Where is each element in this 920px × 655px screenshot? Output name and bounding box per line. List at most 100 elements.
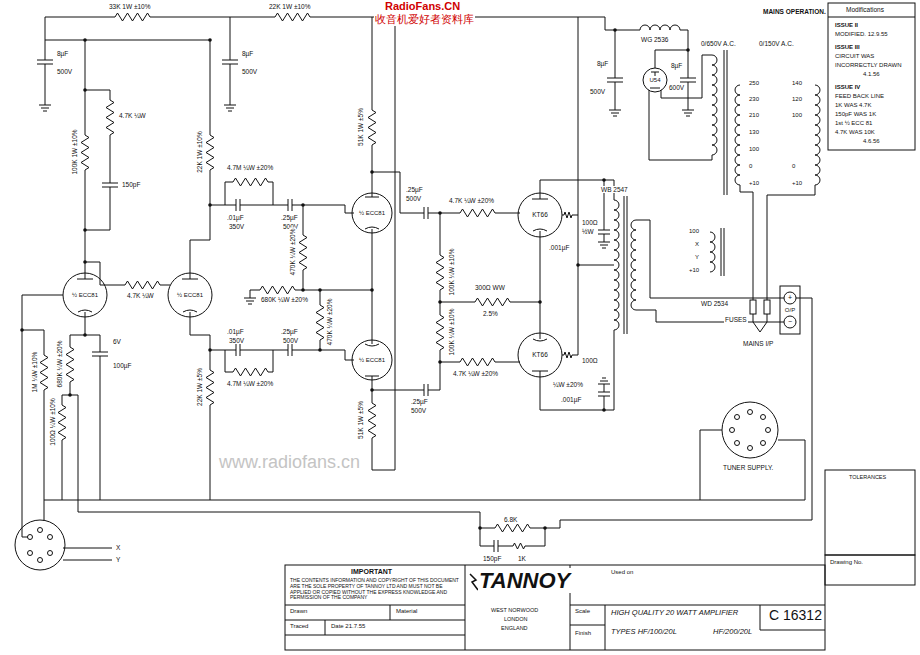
resistor-value: 100Ω ¼W ±10%: [49, 397, 56, 446]
terminal-label: O/P: [784, 307, 796, 314]
table-cell: Date 21.7.55: [330, 623, 366, 630]
table-cell: Scale: [574, 608, 591, 615]
capacitor-value: 500V: [410, 407, 427, 414]
table-cell: 150pF WAS 1K: [834, 111, 877, 118]
winding-label: 0/650V A.C.: [700, 40, 737, 47]
resistor-value: 100K ¼W ±10%: [448, 248, 455, 297]
resistor-value: 4.7K ¼W: [126, 292, 155, 299]
capacitor-value: 500V: [405, 195, 422, 202]
valve-type: ½ ECC81: [358, 210, 386, 217]
pin-name: X: [115, 544, 121, 551]
watermark: 收音机爱好者资料库: [374, 13, 475, 26]
capacitor-value: 500V: [282, 337, 299, 344]
resistor-value: ½W: [581, 228, 595, 235]
resistor-value: 100Ω: [581, 357, 599, 364]
resistor-value: 6.8K: [503, 516, 518, 523]
table-cell: ISSUE III: [834, 44, 861, 51]
resistor-value: 51K 1W ±5%: [357, 107, 364, 147]
resistor-value: 470K ¼W ±20%: [289, 228, 296, 277]
drawing-title: HF/200/20L: [712, 628, 753, 637]
resistor-value: 300Ω WW: [474, 284, 506, 291]
tap-label: +10: [688, 267, 700, 274]
valve-type: KT66: [531, 351, 549, 358]
transformer-ref: WD 2534: [700, 300, 729, 307]
resistor-value: 4.7M ¼W ±20%: [226, 164, 274, 171]
terminal-label: −: [787, 318, 793, 326]
watermark: RadioFans.CN: [384, 0, 461, 13]
resistor-value: 1M ¼W ±10%: [31, 351, 38, 394]
capacitor-value: 350V: [228, 223, 245, 230]
connector-label: MAINS I/P: [742, 340, 774, 347]
address: WEST NORWOOD: [490, 607, 539, 613]
connector-label: TUNER SUPPLY.: [722, 464, 774, 471]
winding-label: 0/150V A.C.: [758, 40, 795, 47]
tap-label: 140: [791, 80, 803, 87]
capacitor-value: 8µF: [56, 50, 69, 57]
table-cell: Material: [395, 608, 418, 615]
capacitor-value: .25µF: [410, 398, 429, 405]
resistor-value: 4.7K ¼W ±20%: [448, 197, 495, 204]
tap-label: 210: [748, 112, 760, 119]
resistor-value: 4.7K ¼W ±20%: [452, 370, 499, 377]
table-heading: TOLERANCES: [848, 474, 887, 480]
capacitor-value: 350V: [228, 337, 245, 344]
note: FUSES: [724, 316, 748, 323]
valve-type: KT66: [531, 211, 549, 218]
capacitor-value: 500V: [241, 68, 258, 75]
address: LONDON: [503, 616, 529, 622]
table-cell: Finish: [574, 630, 592, 637]
note: MAINS OPERATION.: [762, 8, 827, 15]
resistor-value: ¼W ±20%: [552, 381, 584, 388]
table-cell: 4.1.56: [862, 71, 881, 78]
resistor-value: 4.7M ¼W ±20%: [226, 380, 274, 387]
table-cell: ISSUE IV: [834, 84, 861, 91]
table-cell: FEED BACK LINE: [834, 93, 885, 100]
tap-label: X: [694, 241, 700, 248]
pin-name: Y: [115, 556, 121, 563]
resistor-value: 22K 1W ±10%: [196, 130, 203, 174]
capacitor-value: .01µF: [226, 214, 245, 221]
note: THE CONTENTS INFORMATION AND COPYRIGHT O…: [289, 578, 463, 601]
capacitor-value: 150pF: [482, 555, 502, 562]
transformer-ref: WB 2547: [600, 186, 629, 193]
valve-type: ½ ECC81: [71, 292, 99, 299]
valve-type: ½ ECC81: [176, 292, 204, 299]
resistor-value: 22K 1W ±5%: [196, 367, 203, 407]
tap-label: +10: [791, 180, 803, 187]
terminal-label: +: [787, 294, 793, 302]
resistor-value: 100K ¼W ±10%: [448, 308, 455, 357]
valve-type: U54: [648, 77, 661, 84]
tap-label: 100: [791, 112, 803, 119]
table-cell: 1K WAS 4.7K: [834, 102, 872, 109]
capacitor-value: .25µF: [405, 186, 424, 193]
tap-label: 100: [748, 146, 760, 153]
drawing-number: C 16312: [768, 607, 823, 623]
table-heading: Modifications: [845, 6, 885, 13]
capacitor-value: 500V: [56, 68, 73, 75]
capacitor-value: 8µF: [241, 50, 254, 57]
address: ENGLAND: [500, 625, 529, 631]
table-cell: INCORRECTLY DRAWN: [834, 62, 903, 69]
capacitor-value: 600V: [668, 84, 685, 91]
resistor-value: 680K ¼W ±20%: [260, 296, 309, 303]
table-cell: CIRCUIT WAS: [834, 53, 875, 60]
capacitor-value: 100µF: [112, 362, 133, 369]
tap-label: 250: [748, 80, 760, 87]
table-cell: Used on: [610, 569, 634, 576]
tap-label: 230: [748, 96, 760, 103]
table-cell: ISSUE II: [834, 22, 859, 29]
table-cell: MODIFIED. 12.9.55: [834, 31, 889, 38]
resistor-value: 470K ¼W ±20%: [326, 298, 333, 347]
table-cell: Drawing No.: [829, 559, 864, 566]
capacitor-value: .001µF: [560, 396, 582, 403]
table-heading: IMPORTANT: [350, 568, 393, 576]
resistor-value: 680K ¼W ±20%: [56, 340, 63, 389]
resistor-value: 100K 1W ±10%: [71, 128, 78, 175]
resistor-value: 51K 1W ±5%: [357, 400, 364, 440]
table-cell: Traced: [289, 623, 309, 630]
capacitor-value: 6V: [112, 338, 122, 345]
resistor-value: 100Ω: [581, 219, 599, 226]
capacitor-value: 8µF: [670, 62, 683, 69]
